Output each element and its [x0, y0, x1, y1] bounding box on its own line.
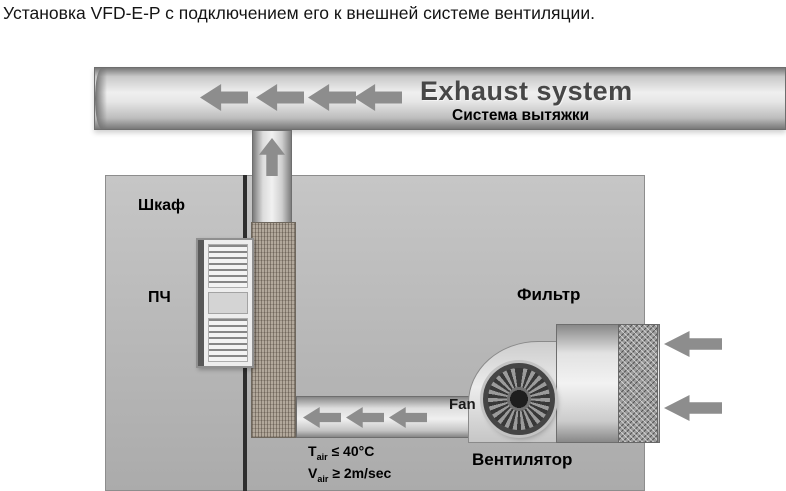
fan-label-en: Fan — [449, 396, 476, 413]
drive-vent-slats — [208, 318, 248, 362]
temperature-note: Tair ≤ 40°C — [308, 443, 375, 462]
cabinet-label: Шкаф — [138, 197, 185, 214]
page-title: Установка VFD-E-P с подключением его к в… — [3, 3, 595, 23]
filter-label: Фильтр — [517, 285, 581, 304]
bottom-duct — [296, 396, 476, 438]
exhaust-system-subtitle: Система вытяжки — [452, 107, 590, 124]
exhaust-system-label: Exhaust system — [420, 76, 633, 106]
fan-label-ru: Вентилятор — [472, 450, 573, 469]
heatsink-duct-column — [251, 222, 296, 438]
velocity-note: Vair ≥ 2m/sec — [308, 465, 392, 484]
drive-label: ПЧ — [148, 289, 171, 306]
vfd-drive — [196, 238, 254, 368]
vertical-duct — [252, 130, 292, 230]
drive-keypad-panel — [208, 292, 248, 314]
drive-vent-slats — [208, 244, 248, 288]
fan-impeller-icon — [483, 363, 555, 435]
inlet-flow-arrow-icon — [664, 395, 722, 421]
inlet-filter-mesh — [618, 324, 658, 443]
inlet-flow-arrow-icon — [664, 331, 722, 357]
